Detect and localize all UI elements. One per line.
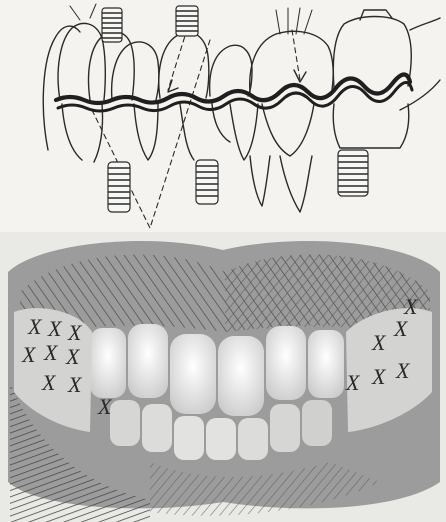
- crown-4: [159, 32, 209, 98]
- crown-5: [210, 45, 252, 96]
- wire-lines: [276, 8, 312, 34]
- x-mark: X: [21, 342, 37, 367]
- molar-root-2: [280, 156, 312, 212]
- implant-fixture-bottom-right: [338, 150, 368, 196]
- tooth: [302, 400, 332, 446]
- molar-root-1: [250, 156, 270, 206]
- lower-molar: [262, 104, 314, 156]
- molar-edge-line: [410, 18, 440, 30]
- tooth: [308, 330, 344, 398]
- x-mark: X: [403, 294, 419, 319]
- molar-cap: [360, 10, 392, 20]
- lower-crown-5b: [230, 104, 258, 160]
- x-mark: X: [41, 370, 57, 395]
- tooth: [128, 324, 168, 398]
- root-1b: [94, 104, 103, 162]
- tooth: [110, 400, 140, 446]
- tooth: [206, 418, 236, 460]
- threads-bottom-right: [338, 156, 368, 192]
- tooth: [174, 416, 204, 460]
- hatched-photo: X X X X X X X X X X X X X X X: [0, 232, 446, 522]
- root-1: [62, 104, 82, 160]
- crown-1: [58, 23, 105, 100]
- x-mark: X: [65, 344, 81, 369]
- tooth: [142, 404, 172, 452]
- x-mark: X: [43, 340, 59, 365]
- molar-crown: [250, 31, 333, 92]
- x-mark: X: [371, 364, 387, 389]
- tooth: [218, 336, 264, 416]
- x-mark: X: [67, 372, 83, 397]
- implant-line-drawing: [0, 0, 446, 240]
- right-edge-line: [400, 80, 440, 110]
- x-mark: X: [393, 316, 409, 341]
- tooth: [170, 334, 216, 414]
- x-mark: X: [97, 394, 113, 419]
- tooth: [270, 404, 300, 452]
- tooth: [266, 326, 306, 400]
- threads-bottom-left: [108, 168, 130, 204]
- lower-crown-right: [333, 104, 408, 148]
- x-mark: X: [67, 320, 83, 345]
- x-mark: X: [371, 330, 387, 355]
- tooth-outline-left: [43, 26, 80, 150]
- arrow-head-down: [168, 80, 178, 92]
- arrow-head-right: [294, 70, 306, 82]
- crown-3: [112, 42, 159, 100]
- x-mark: X: [345, 370, 361, 395]
- top-lines: [70, 4, 96, 20]
- x-mark: X: [395, 358, 411, 383]
- x-mark: X: [27, 314, 43, 339]
- lower-crown-3: [134, 104, 158, 160]
- tooth: [90, 328, 126, 398]
- tooth: [238, 418, 268, 460]
- x-mark: X: [47, 316, 63, 341]
